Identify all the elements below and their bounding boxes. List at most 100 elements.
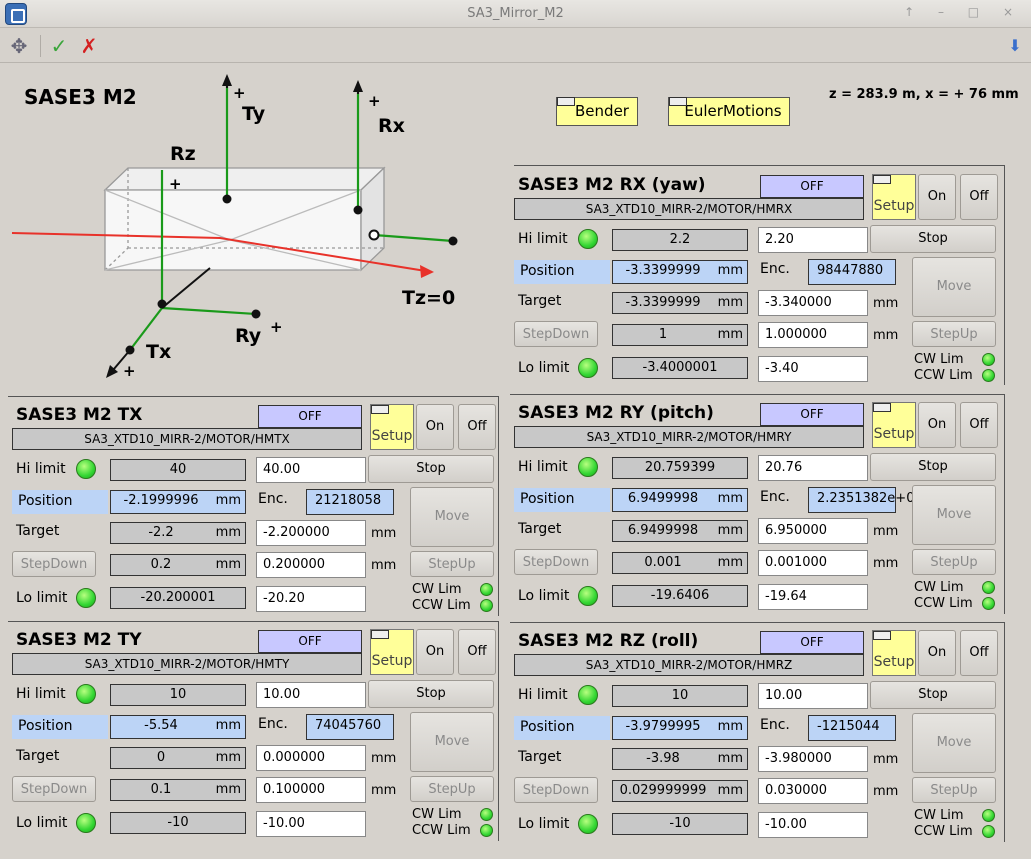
hi-limit-led	[578, 229, 598, 249]
stepdown-button[interactable]: StepDown	[12, 551, 96, 577]
euler-motions-button[interactable]: EulerMotions	[668, 97, 790, 126]
lo-limit-value: -3.4000001	[612, 357, 748, 379]
device-name: SA3_XTD10_MIRR-2/MOTOR/HMTY	[12, 653, 362, 675]
checkmark-icon[interactable]: ✓	[50, 34, 68, 58]
lo-limit-label: Lo limit	[518, 816, 570, 832]
step-unit: mm	[873, 328, 899, 343]
target-input[interactable]: -3.340000	[758, 290, 868, 316]
off-button[interactable]: Off	[960, 174, 998, 220]
encoder-value: 74045760	[306, 714, 394, 740]
hi-limit-input[interactable]: 40.00	[256, 457, 366, 483]
hi-limit-value: 40	[110, 459, 246, 481]
position-label: Position	[514, 716, 610, 740]
stepup-button[interactable]: StepUp	[410, 776, 494, 802]
off-button[interactable]: Off	[458, 629, 496, 675]
on-button[interactable]: On	[918, 630, 956, 676]
on-button[interactable]: On	[416, 629, 454, 675]
setup-button[interactable]: Setup	[370, 629, 414, 675]
stop-button[interactable]: Stop	[368, 680, 494, 708]
move-arrows-icon[interactable]: ✥	[10, 34, 28, 58]
ty-plus: +	[233, 84, 246, 102]
step-input[interactable]: 0.200000	[256, 552, 366, 578]
lo-limit-input[interactable]: -19.64	[758, 584, 868, 610]
window-controls[interactable]: ↑ – □ ×	[904, 5, 1023, 19]
cw-limit-led	[982, 581, 995, 594]
motor-state: OFF	[760, 631, 864, 654]
cw-limit-led	[480, 808, 493, 821]
cw-limit-led	[480, 583, 493, 596]
setup-button[interactable]: Setup	[370, 404, 414, 450]
page-title: SASE3 M2	[24, 85, 137, 109]
device-name: SA3_XTD10_MIRR-2/MOTOR/HMRX	[514, 198, 864, 220]
ty-label: Ty	[242, 103, 266, 125]
tx-plus: +	[123, 362, 136, 380]
stop-button[interactable]: Stop	[870, 681, 996, 709]
bender-button[interactable]: Bender	[556, 97, 638, 126]
setup-button[interactable]: Setup	[872, 174, 916, 220]
motor-state: OFF	[760, 175, 864, 198]
target-input[interactable]: 6.950000	[758, 518, 868, 544]
move-button[interactable]: Move	[912, 257, 996, 317]
lo-limit-input[interactable]: -10.00	[256, 811, 366, 837]
rz-plus: +	[169, 175, 182, 193]
stop-button[interactable]: Stop	[870, 225, 996, 253]
move-button[interactable]: Move	[410, 712, 494, 772]
off-button[interactable]: Off	[960, 630, 998, 676]
stepdown-button[interactable]: StepDown	[12, 776, 96, 802]
arrow-down-icon[interactable]: ⬇	[1008, 36, 1022, 55]
lo-limit-input[interactable]: -20.20	[256, 586, 366, 612]
setup-button[interactable]: Setup	[872, 630, 916, 676]
step-input[interactable]: 1.000000	[758, 322, 868, 348]
hi-limit-label: Hi limit	[518, 687, 568, 703]
off-button[interactable]: Off	[960, 402, 998, 448]
tx-label: Tx	[146, 341, 171, 363]
target-input[interactable]: -3.980000	[758, 746, 868, 772]
hi-limit-input[interactable]: 2.20	[758, 227, 868, 253]
step-input[interactable]: 0.030000	[758, 778, 868, 804]
hi-limit-led	[76, 684, 96, 704]
stepup-button[interactable]: StepUp	[912, 321, 996, 347]
stop-button[interactable]: Stop	[870, 453, 996, 481]
hi-limit-input[interactable]: 10.00	[256, 682, 366, 708]
motor-state: OFF	[760, 403, 864, 426]
tx-axis	[129, 307, 163, 351]
on-button[interactable]: On	[918, 174, 956, 220]
target-input[interactable]: 0.000000	[256, 745, 366, 771]
stepup-button[interactable]: StepUp	[410, 551, 494, 577]
hi-limit-input[interactable]: 10.00	[758, 683, 868, 709]
encoder-value: 98447880	[808, 259, 896, 285]
target-input[interactable]: -2.200000	[256, 520, 366, 546]
off-button[interactable]: Off	[458, 404, 496, 450]
motor-title: SASE3 M2 RY (pitch)	[518, 403, 714, 423]
stepdown-button[interactable]: StepDown	[514, 549, 598, 575]
setup-button[interactable]: Setup	[872, 402, 916, 448]
ccw-limit-led	[480, 599, 493, 612]
move-button[interactable]: Move	[410, 487, 494, 547]
target-unit: mm	[873, 524, 899, 539]
move-button[interactable]: Move	[912, 485, 996, 545]
target-label: Target	[518, 293, 562, 309]
stepup-button[interactable]: StepUp	[912, 549, 996, 575]
lo-limit-input[interactable]: -10.00	[758, 812, 868, 838]
cw-limit-label: CW Lim	[914, 352, 964, 367]
ccw-limit-label: CCW Lim	[914, 596, 973, 611]
stop-button[interactable]: Stop	[368, 455, 494, 483]
move-button[interactable]: Move	[912, 713, 996, 773]
on-button[interactable]: On	[416, 404, 454, 450]
panel-border	[498, 396, 499, 616]
lo-limit-input[interactable]: -3.40	[758, 356, 868, 382]
cancel-x-icon[interactable]: ✗	[80, 34, 98, 58]
device-name: SA3_XTD10_MIRR-2/MOTOR/HMRY	[514, 426, 864, 448]
step-input[interactable]: 0.100000	[256, 777, 366, 803]
stepdown-button[interactable]: StepDown	[514, 321, 598, 347]
hi-limit-input[interactable]: 20.76	[758, 455, 868, 481]
mirror-box	[103, 166, 386, 272]
stepdown-button[interactable]: StepDown	[514, 777, 598, 803]
stepup-button[interactable]: StepUp	[912, 777, 996, 803]
hi-limit-led	[76, 459, 96, 479]
on-button[interactable]: On	[918, 402, 956, 448]
step-input[interactable]: 0.001000	[758, 550, 868, 576]
rz-label: Rz	[170, 143, 196, 165]
